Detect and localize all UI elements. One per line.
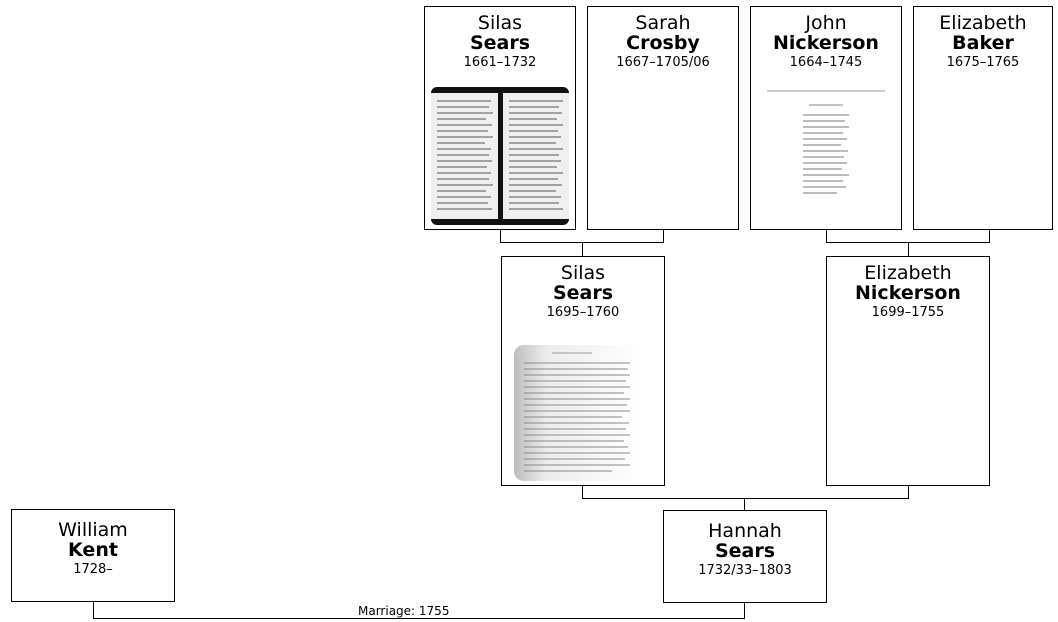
last-name: Baker: [952, 32, 1014, 54]
life-dates: 1661–1732: [463, 55, 537, 70]
first-name: Silas: [560, 262, 606, 284]
life-dates: 1667–1705/06: [616, 55, 710, 70]
person-card-hannah-sears[interactable]: Hannah Sears 1732/33–1803: [663, 510, 827, 603]
marriage-connector-line: [744, 603, 745, 619]
person-card-william-kent[interactable]: William Kent 1728–: [11, 509, 175, 602]
last-name: Kent: [68, 539, 118, 561]
person-card-silas-sears-1695[interactable]: Silas Sears 1695–1760: [501, 256, 665, 486]
connector-line: [500, 230, 501, 242]
connector-line: [582, 498, 909, 499]
person-card-elizabeth-baker[interactable]: Elizabeth Baker 1675–1765: [913, 6, 1053, 230]
person-card-elizabeth-nickerson[interactable]: Elizabeth Nickerson 1699–1755: [826, 256, 990, 486]
life-dates: 1699–1755: [871, 305, 945, 320]
last-name: Nickerson: [773, 32, 879, 54]
first-name: Hannah: [708, 520, 782, 542]
marriage-label: Marriage: 1755: [358, 604, 450, 618]
marriage-connector-line: [93, 602, 94, 619]
connector-line: [826, 230, 827, 242]
last-name: Sears: [714, 540, 776, 562]
scanned-document-image: [757, 87, 895, 207]
first-name: Elizabeth: [864, 262, 952, 284]
life-dates: 1675–1765: [946, 55, 1020, 70]
document-photo[interactable]: [757, 87, 895, 207]
marriage-connector-line: [93, 618, 745, 619]
last-name: Nickerson: [855, 282, 961, 304]
person-card-sarah-crosby[interactable]: Sarah Crosby 1667–1705/06: [587, 6, 739, 230]
connector-line: [582, 242, 583, 256]
connector-line: [663, 230, 664, 242]
first-name: Sarah: [635, 12, 691, 34]
connector-line: [744, 498, 745, 510]
life-dates: 1664–1745: [789, 55, 863, 70]
scanned-document-image: [431, 87, 569, 225]
document-photo[interactable]: [431, 87, 569, 225]
last-name: Sears: [469, 32, 531, 54]
connector-line: [582, 486, 583, 498]
last-name: Sears: [552, 282, 614, 304]
person-card-silas-sears-1661[interactable]: Silas Sears 1661–1732: [424, 6, 576, 230]
connector-line: [908, 486, 909, 498]
first-name: William: [58, 519, 128, 541]
first-name: Silas: [477, 12, 523, 34]
scanned-book-page-image: [514, 345, 640, 481]
first-name: John: [805, 12, 847, 34]
life-dates: 1732/33–1803: [698, 563, 792, 578]
document-photo[interactable]: [512, 343, 642, 483]
life-dates: 1728–: [73, 562, 113, 577]
connector-line: [989, 230, 990, 242]
last-name: Crosby: [626, 32, 700, 54]
connector-line: [908, 242, 909, 256]
first-name: Elizabeth: [939, 12, 1027, 34]
person-card-john-nickerson[interactable]: John Nickerson 1664–1745: [750, 6, 902, 230]
life-dates: 1695–1760: [546, 305, 620, 320]
